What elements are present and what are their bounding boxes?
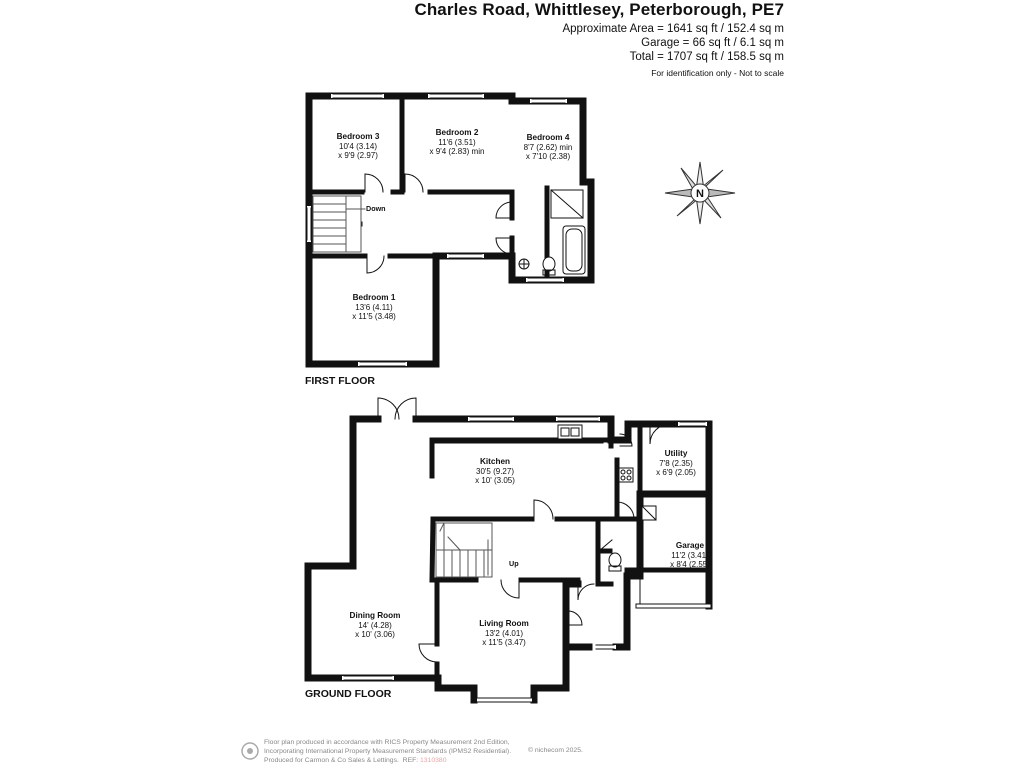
ref-value: 1310380	[420, 757, 447, 765]
room-dining-room: Dining Room 14' (4.28) x 10' (3.06)	[336, 611, 414, 640]
room-dimension: x 11'5 (3.47)	[482, 638, 526, 648]
room-kitchen: Kitchen 30'5 (9.27) x 10' (3.05)	[460, 457, 530, 486]
first-floor-stairs	[312, 195, 366, 253]
room-dimension: 10'4 (3.14)	[339, 141, 377, 151]
room-name: Dining Room	[349, 611, 401, 620]
rics-logo-icon	[240, 741, 260, 766]
room-dimension: 7'8 (2.35)	[659, 458, 693, 468]
room-dimension: 13'6 (4.11)	[355, 302, 393, 312]
room-bedroom-2: Bedroom 2 11'6 (3.51) x 9'4 (2.83) min	[412, 128, 502, 157]
stairs-down-label: Down	[366, 204, 386, 213]
room-dimension: 30'5 (9.27)	[476, 466, 514, 476]
room-dimension: 11'6 (3.51)	[438, 137, 476, 147]
room-name: Bedroom 3	[336, 132, 380, 141]
copyright-text: © nichecom 2025.	[528, 747, 583, 754]
identification-note: For identification only - Not to scale	[651, 68, 784, 78]
room-name: Bedroom 1	[352, 293, 396, 302]
compass-letter: N	[696, 188, 704, 200]
room-garage: Garage 11'2 (3.41) x 8'4 (2.55)	[659, 541, 721, 570]
room-dimension: x 7'10 (2.38)	[525, 152, 571, 162]
room-dimension: 8'7 (2.62) min	[523, 142, 573, 152]
ground-floor-label: GROUND FLOOR	[305, 688, 392, 700]
total-area-text: Total = 1707 sq ft / 158.5 sq m	[629, 51, 784, 63]
room-name: Utility	[664, 449, 688, 458]
room-dimension: 11'2 (3.41)	[671, 550, 709, 560]
room-name: Kitchen	[479, 457, 511, 466]
room-living-room: Living Room 13'2 (4.01) x 11'5 (3.47)	[464, 619, 544, 648]
footer-line-3-row: Produced for Carmon & Co Sales & Letting…	[264, 756, 511, 765]
room-dimension: 14' (4.28)	[358, 620, 392, 630]
first-floor-windows	[307, 94, 567, 366]
room-bedroom-3: Bedroom 3 10'4 (3.14) x 9'9 (2.97)	[322, 132, 394, 161]
room-name: Bedroom 2	[435, 128, 479, 137]
room-bedroom-1: Bedroom 1 13'6 (4.11) x 11'5 (3.48)	[336, 293, 412, 322]
room-dimension: 13'2 (4.01)	[485, 628, 523, 638]
ground-floor-windows	[342, 417, 711, 702]
approximate-area-text: Approximate Area = 1641 sq ft / 152.4 sq…	[562, 23, 784, 35]
room-name: Garage	[675, 541, 705, 550]
room-dimension: x 10' (3.06)	[355, 630, 395, 640]
room-dimension: x 10' (3.05)	[475, 476, 515, 486]
ground-floor-stairs	[435, 522, 493, 578]
footer-line-1: Floor plan produced in accordance with R…	[264, 739, 510, 746]
footer-disclaimer: Floor plan produced in accordance with R…	[264, 738, 511, 766]
room-dimension: x 9'9 (2.97)	[338, 151, 378, 161]
garage-area-text: Garage = 66 sq ft / 6.1 sq m	[641, 37, 784, 49]
room-dimension: x 9'4 (2.83) min	[429, 147, 485, 157]
bathroom-fixtures	[518, 189, 586, 276]
stairs-up-label: Up	[509, 559, 519, 568]
first-floor-doors	[364, 173, 513, 274]
kitchen-fixtures	[431, 424, 657, 572]
footer-line-3: Produced for Carmon & Co Sales & Letting…	[264, 757, 399, 765]
room-name: Bedroom 4	[526, 133, 570, 142]
room-name: Living Room	[479, 619, 529, 628]
room-dimension: x 8'4 (2.55)	[670, 560, 710, 570]
ref-label: REF:	[402, 757, 419, 765]
ground-floor-doors	[377, 397, 671, 663]
first-floor-label: FIRST FLOOR	[305, 375, 375, 387]
room-utility: Utility 7'8 (2.35) x 6'9 (2.05)	[646, 449, 706, 478]
property-address-title: Charles Road, Whittlesey, Peterborough, …	[414, 0, 784, 19]
room-dimension: x 11'5 (3.48)	[352, 312, 396, 322]
room-bedroom-4: Bedroom 4 8'7 (2.62) min x 7'10 (2.38)	[514, 133, 582, 162]
footer-line-2: Incorporating International Property Mea…	[264, 748, 512, 756]
compass-icon: N	[663, 160, 737, 231]
room-dimension: x 6'9 (2.05)	[656, 468, 696, 478]
